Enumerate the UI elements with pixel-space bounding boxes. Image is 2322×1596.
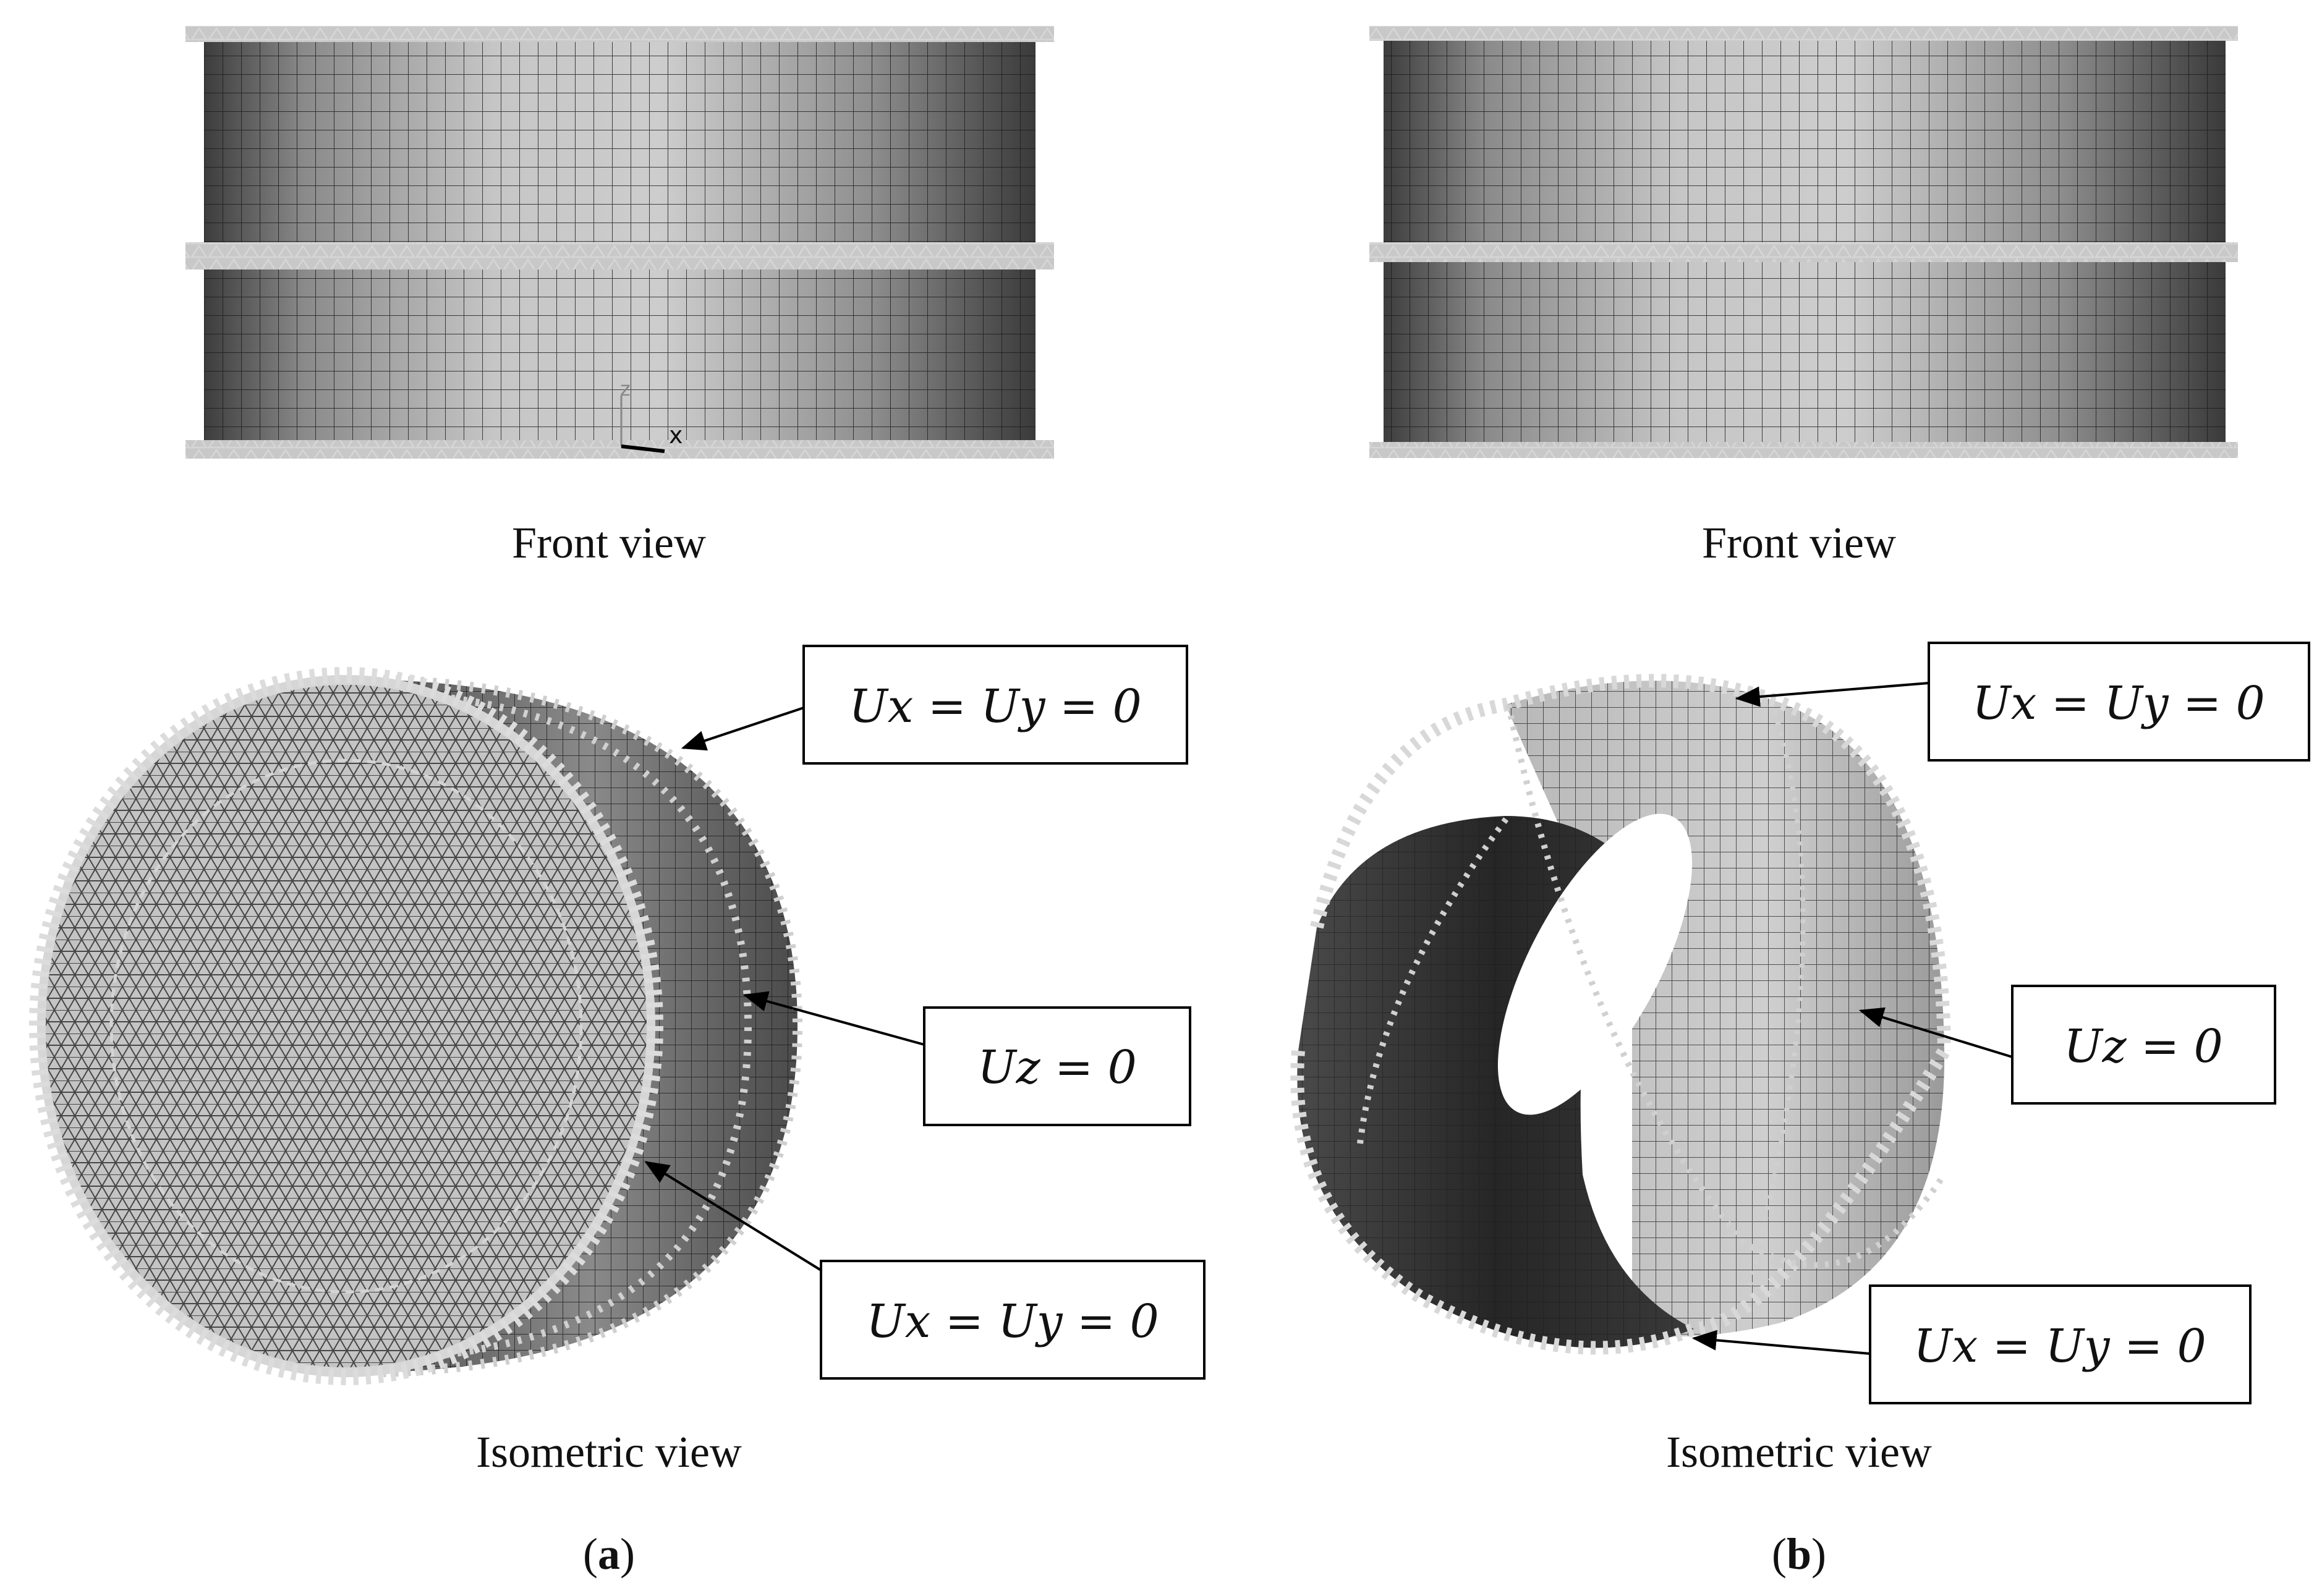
panel-a-annotation-bottom: Ux = Uy = 0 [644, 1161, 1206, 1380]
label-uz-b: Uz = 0 [2064, 1020, 2222, 1073]
panel-a-letter: (a) [583, 1529, 635, 1579]
panel-b-iso-caption: Isometric view [1666, 1427, 1932, 1477]
panel-a-iso-caption: Isometric view [476, 1427, 742, 1477]
panel-b-annotation-middle: Uz = 0 [1858, 985, 2276, 1105]
panel-b-front-model [1369, 26, 2238, 458]
panel-b-annotation-top: Ux = Uy = 0 [1735, 642, 2310, 762]
panel-b-front-caption: Front view [1702, 518, 1896, 567]
label-ux-uy-top-a: Ux = Uy = 0 [849, 680, 1141, 733]
label-ux-uy-top-b: Ux = Uy = 0 [1972, 677, 2265, 730]
panel-a-iso-model [29, 667, 803, 1385]
axis-x-label: x [669, 422, 683, 449]
panel-a-front-caption: Front view [512, 518, 706, 567]
panel-b-letter: (b) [1772, 1529, 1826, 1579]
panel-a-annotation-top: Ux = Uy = 0 [681, 645, 1188, 765]
label-uz-a: Uz = 0 [977, 1041, 1136, 1094]
axis-z-label: z [620, 377, 631, 401]
label-ux-uy-bottom-a: Ux = Uy = 0 [866, 1295, 1159, 1348]
label-ux-uy-bottom-b: Ux = Uy = 0 [1913, 1320, 2206, 1373]
panel-a-annotation-middle: Uz = 0 [742, 991, 1191, 1126]
panel-b-annotation-bottom: Ux = Uy = 0 [1691, 1284, 2252, 1404]
panel-b-letter-text: b [1787, 1529, 1811, 1579]
panel-a-letter-text: a [598, 1529, 620, 1579]
panel-a-front-model [185, 26, 1054, 459]
coordinate-triad: z x [620, 377, 683, 453]
panel-b-iso-model [1290, 674, 1951, 1355]
